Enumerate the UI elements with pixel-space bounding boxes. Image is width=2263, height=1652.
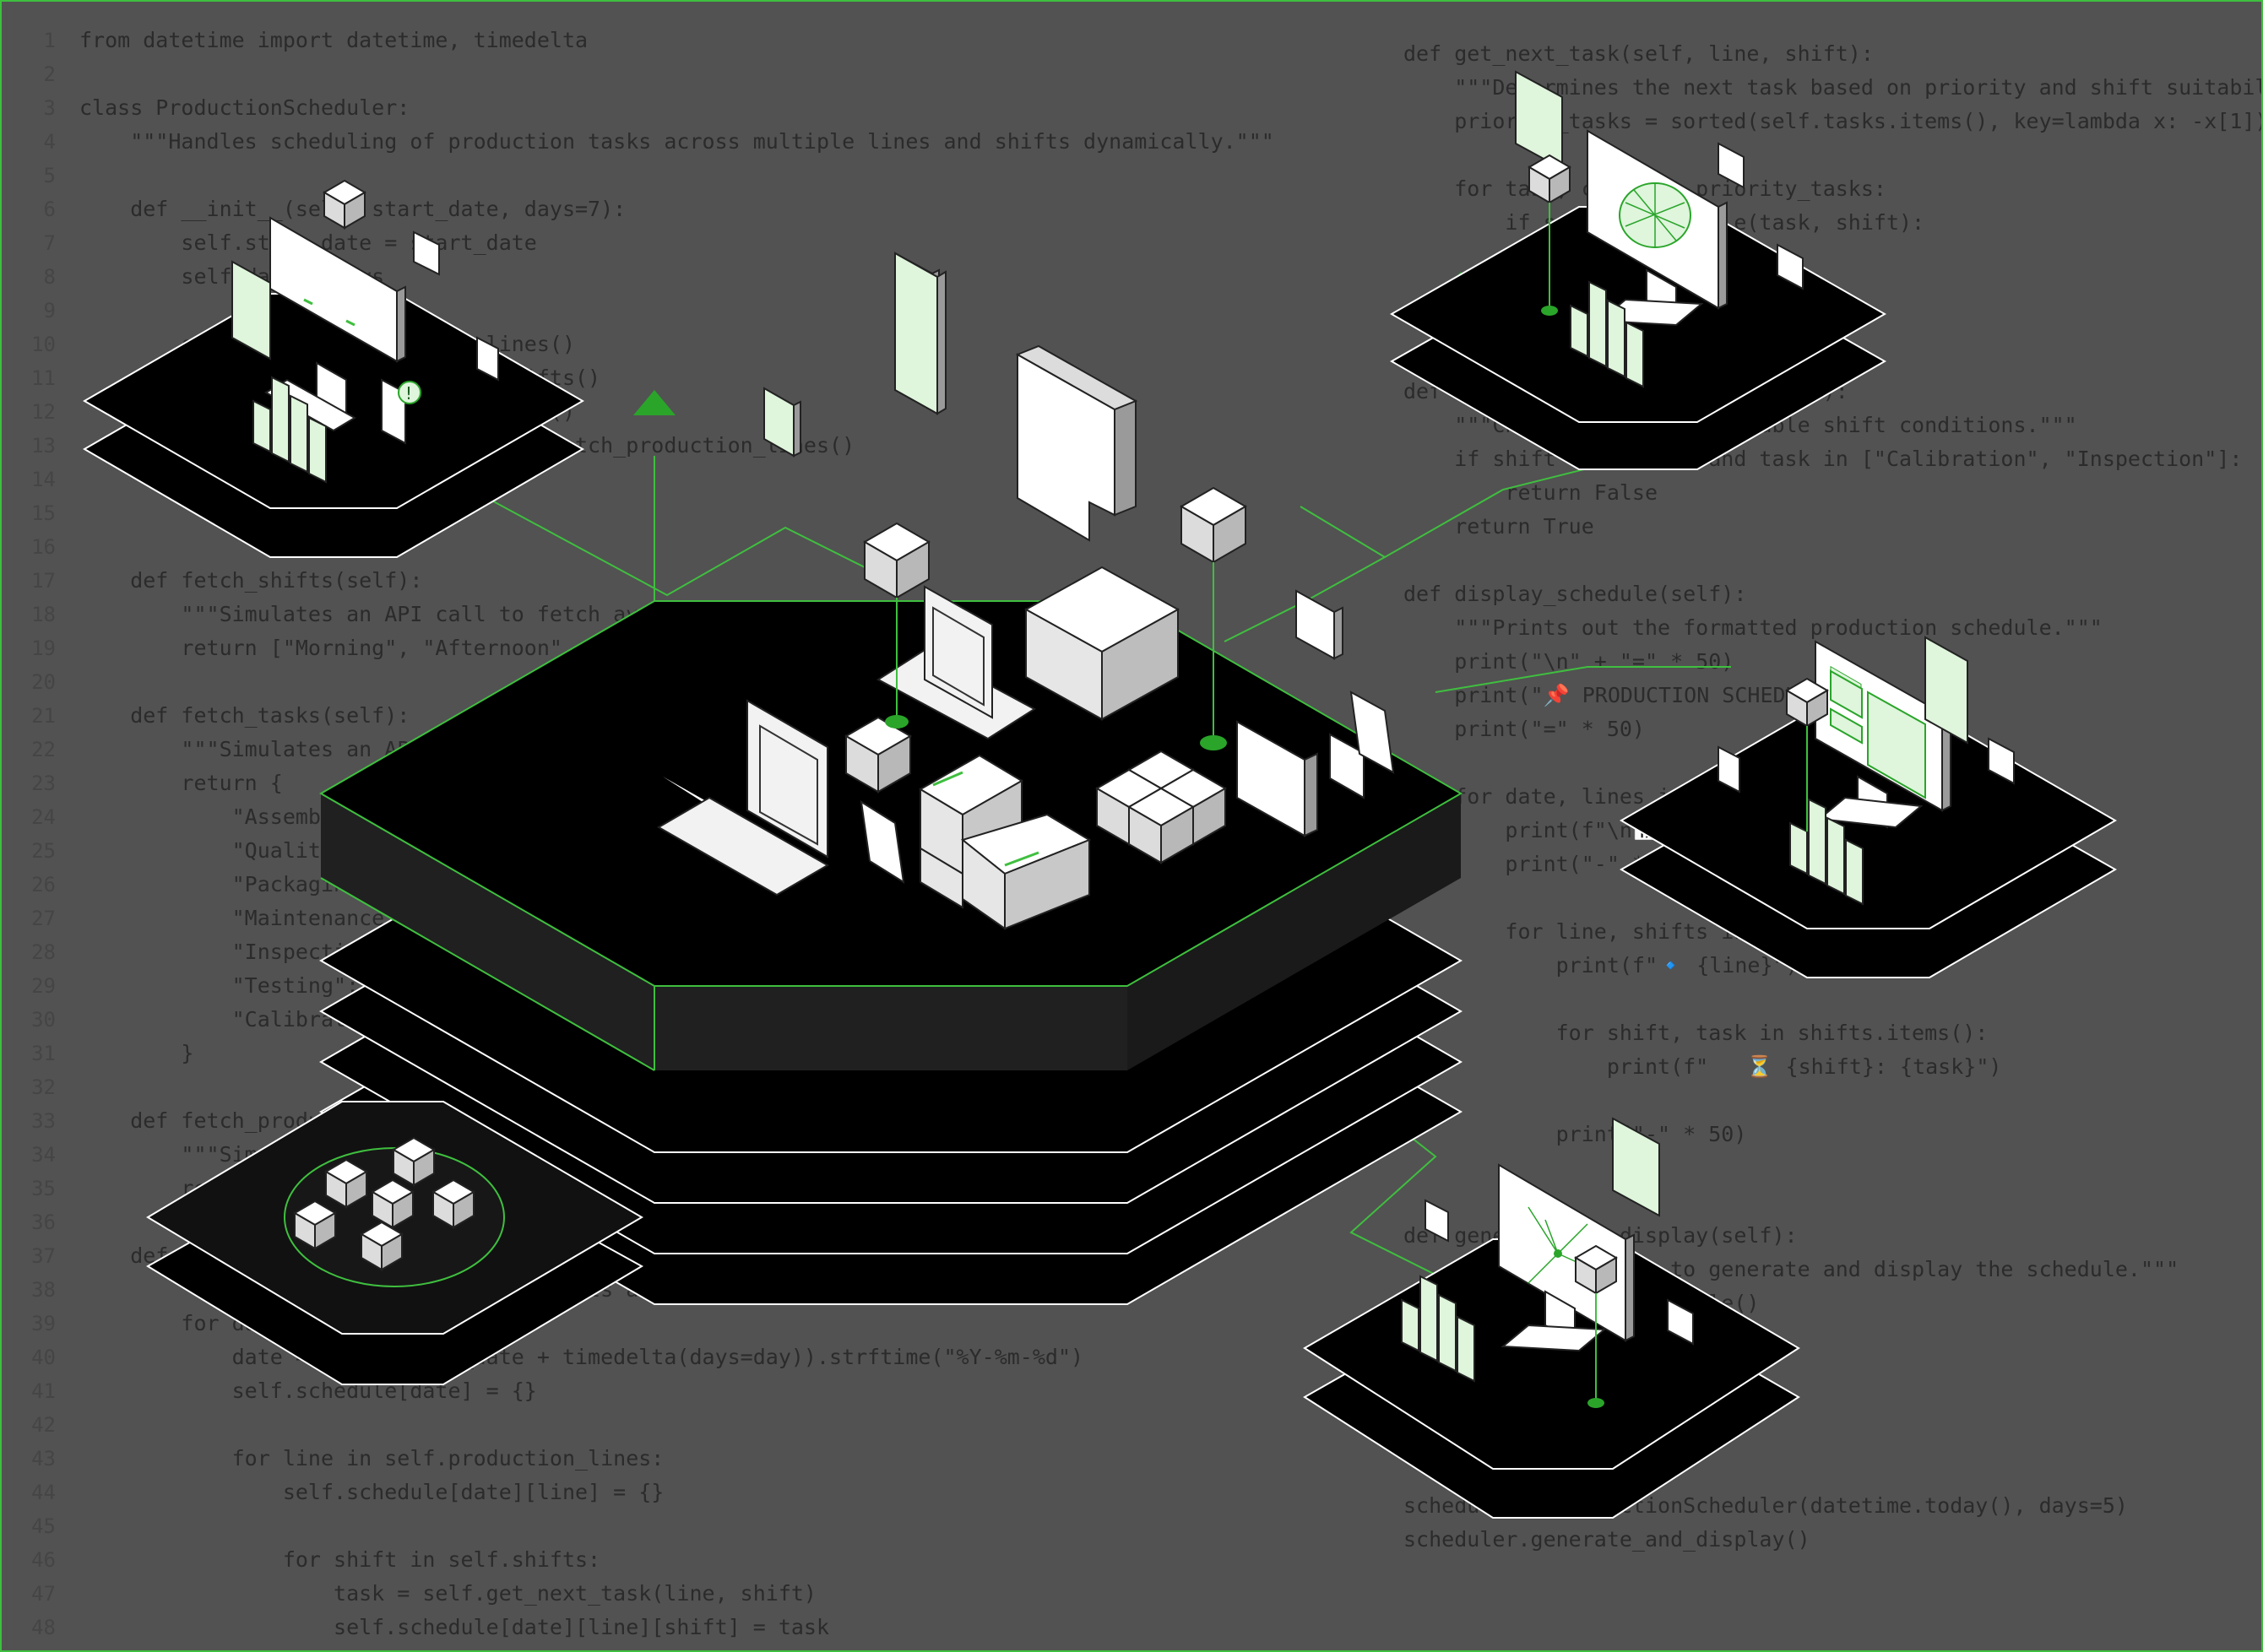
- floating-green-panel: [894, 252, 938, 415]
- line-number: 15: [31, 501, 56, 525]
- warning-triangle-icon: [633, 390, 676, 415]
- line-number: 31: [31, 1042, 56, 1065]
- line-number: 44: [31, 1481, 56, 1504]
- code-line: scheduler.generate_and_display(): [1403, 1527, 1810, 1552]
- line-number: 1: [43, 29, 56, 52]
- line-number: 23: [31, 772, 56, 795]
- node-bottom-right: [1303, 1117, 1800, 1519]
- code-line: """Handles scheduling of production task…: [79, 129, 1274, 154]
- line-number: 37: [31, 1244, 56, 1268]
- line-number: 9: [43, 299, 56, 322]
- floating-cube: [864, 523, 930, 599]
- node-top-right: [1389, 70, 1887, 470]
- node-top-left: !: [82, 180, 585, 558]
- line-number: 36: [31, 1211, 56, 1234]
- line-number: 32: [31, 1075, 56, 1099]
- line-number: 18: [31, 603, 56, 626]
- code-line: return False: [1403, 480, 1658, 505]
- line-number: 13: [31, 434, 56, 458]
- line-number: 47: [31, 1582, 56, 1606]
- code-line: """Prints out the formatted production s…: [1403, 615, 2103, 640]
- code-line: for line in self.production_lines:: [79, 1446, 665, 1471]
- line-number: 4: [43, 130, 56, 154]
- line-number: 41: [31, 1379, 56, 1403]
- line-number: 25: [31, 839, 56, 863]
- line-number: 11: [31, 366, 56, 390]
- code-line: self.schedule[date][line] = {}: [79, 1480, 665, 1504]
- code-line: return {: [79, 771, 283, 795]
- line-number: 42: [31, 1413, 56, 1437]
- line-number: 46: [31, 1548, 56, 1572]
- code-line: from datetime import datetime, timedelta: [79, 28, 589, 52]
- code-line: print("\n" + "=" * 50): [1403, 649, 1734, 674]
- code-line: """Determines the next task based on pri…: [1403, 75, 2263, 100]
- code-line: print("=" * 50): [1403, 717, 1645, 741]
- tall-notched-panel: [1015, 344, 1138, 542]
- line-number: 24: [31, 805, 56, 829]
- line-number: 19: [31, 636, 56, 660]
- central-hub-platform: [318, 600, 1463, 1305]
- line-number: 40: [31, 1346, 56, 1369]
- line-number: 12: [31, 400, 56, 424]
- code-line: for shift in self.shifts:: [79, 1547, 601, 1572]
- line-number: 14: [31, 468, 56, 491]
- code-line: def fetch_tasks(self):: [79, 703, 410, 728]
- line-number: 10: [31, 333, 56, 356]
- line-number: 35: [31, 1177, 56, 1200]
- line-number: 28: [31, 940, 56, 964]
- line-number: 29: [31, 974, 56, 998]
- laptop-back: [876, 585, 1036, 740]
- floating-cube: [1180, 487, 1246, 563]
- node-bottom-left: [146, 1101, 644, 1385]
- line-number: 33: [31, 1109, 56, 1133]
- code-line: priority_tasks = sorted(self.tasks.items…: [1403, 109, 2263, 133]
- code-line: }: [79, 1041, 194, 1065]
- line-number: 7: [43, 231, 56, 255]
- line-number: 5: [43, 164, 56, 187]
- svg-text:!: !: [405, 383, 412, 404]
- line-number: 26: [31, 873, 56, 896]
- code-line: print(f" ⏳ {shift}: {task}"): [1403, 1054, 2002, 1079]
- code-line: for shift, task in shifts.items():: [1403, 1021, 1989, 1045]
- laptop-left: [657, 699, 829, 896]
- box-stack: [919, 754, 1092, 930]
- code-line: class ProductionScheduler:: [79, 95, 410, 120]
- hub-objects: [657, 252, 1395, 930]
- line-number: 2: [43, 62, 56, 86]
- code-line: task = self.get_next_task(line, shift): [79, 1581, 817, 1606]
- line-number: 6: [43, 198, 56, 221]
- line-number: 21: [31, 704, 56, 728]
- line-number: 27: [31, 907, 56, 930]
- code-line: self.schedule[date][line][shift] = task: [79, 1615, 830, 1639]
- code-line: def get_next_task(self, line, shift):: [1403, 41, 1874, 66]
- line-number: 39: [31, 1312, 56, 1335]
- big-cube: [1023, 566, 1180, 721]
- exclamation-icon: [398, 381, 421, 404]
- line-number: 16: [31, 535, 56, 559]
- node-right-middle: [1619, 636, 2118, 978]
- line-number: 8: [43, 265, 56, 289]
- line-number: 3: [43, 96, 56, 120]
- line-number: 22: [31, 738, 56, 761]
- line-number: 17: [31, 569, 56, 593]
- code-line: def display_schedule(self):: [1403, 582, 1747, 606]
- code-line: def fetch_shifts(self):: [79, 568, 423, 593]
- line-number: 38: [31, 1278, 56, 1302]
- line-number: 48: [31, 1616, 56, 1639]
- code-line: return True: [1403, 514, 1594, 539]
- line-number: 20: [31, 670, 56, 694]
- line-number: 45: [31, 1514, 56, 1538]
- line-number: 34: [31, 1143, 56, 1167]
- line-number: 43: [31, 1447, 56, 1471]
- line-number: 30: [31, 1008, 56, 1032]
